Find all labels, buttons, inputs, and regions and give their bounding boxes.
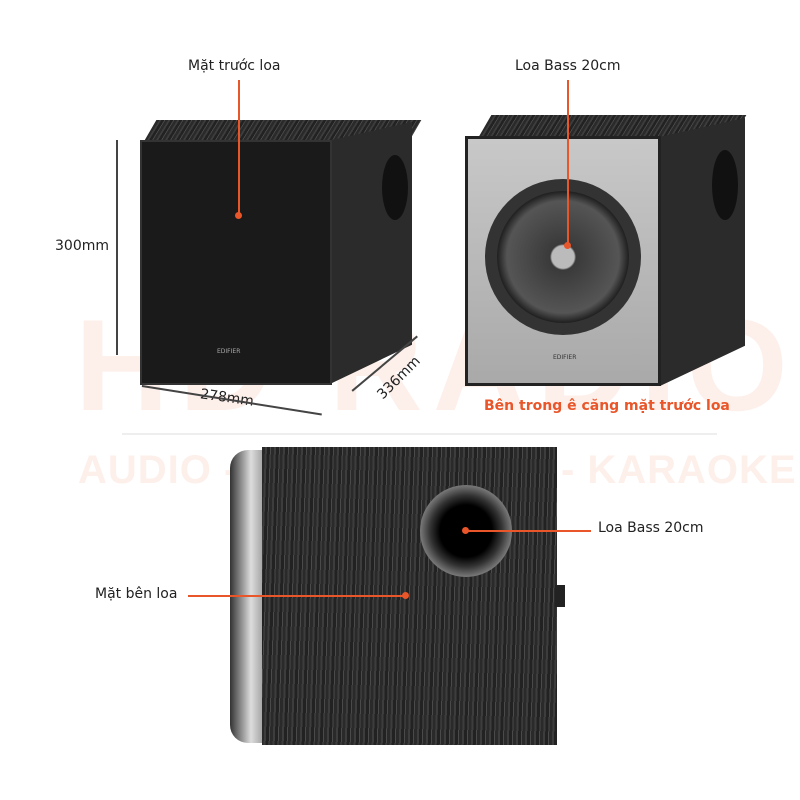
pointer-dot <box>462 527 469 534</box>
label-bass-side: Loa Bass 20cm <box>598 520 704 536</box>
brand-logo: EDIFIER <box>217 348 241 355</box>
side-panel-edge <box>230 450 265 743</box>
label-side-face: Mặt bên loa <box>95 586 178 602</box>
side-port <box>382 155 408 220</box>
height-arrow <box>116 140 118 355</box>
pointer-dot <box>564 242 571 249</box>
pointer-dot <box>235 212 242 219</box>
brand-logo-2: EDIFIER <box>553 354 577 361</box>
label-front-face: Mặt trước loa <box>188 58 281 74</box>
inside-note: Bên trong ê căng mặt trước loa <box>484 398 730 414</box>
woofer <box>485 179 641 335</box>
speaker-grille: EDIFIER <box>140 140 332 385</box>
speaker-baffle: EDIFIER <box>465 136 661 386</box>
side-port-2 <box>712 150 738 220</box>
rear-knob <box>555 585 565 607</box>
label-height: 300mm <box>55 238 109 254</box>
pointer-dot <box>402 592 409 599</box>
label-bass-top: Loa Bass 20cm <box>515 58 621 74</box>
divider <box>122 433 717 435</box>
